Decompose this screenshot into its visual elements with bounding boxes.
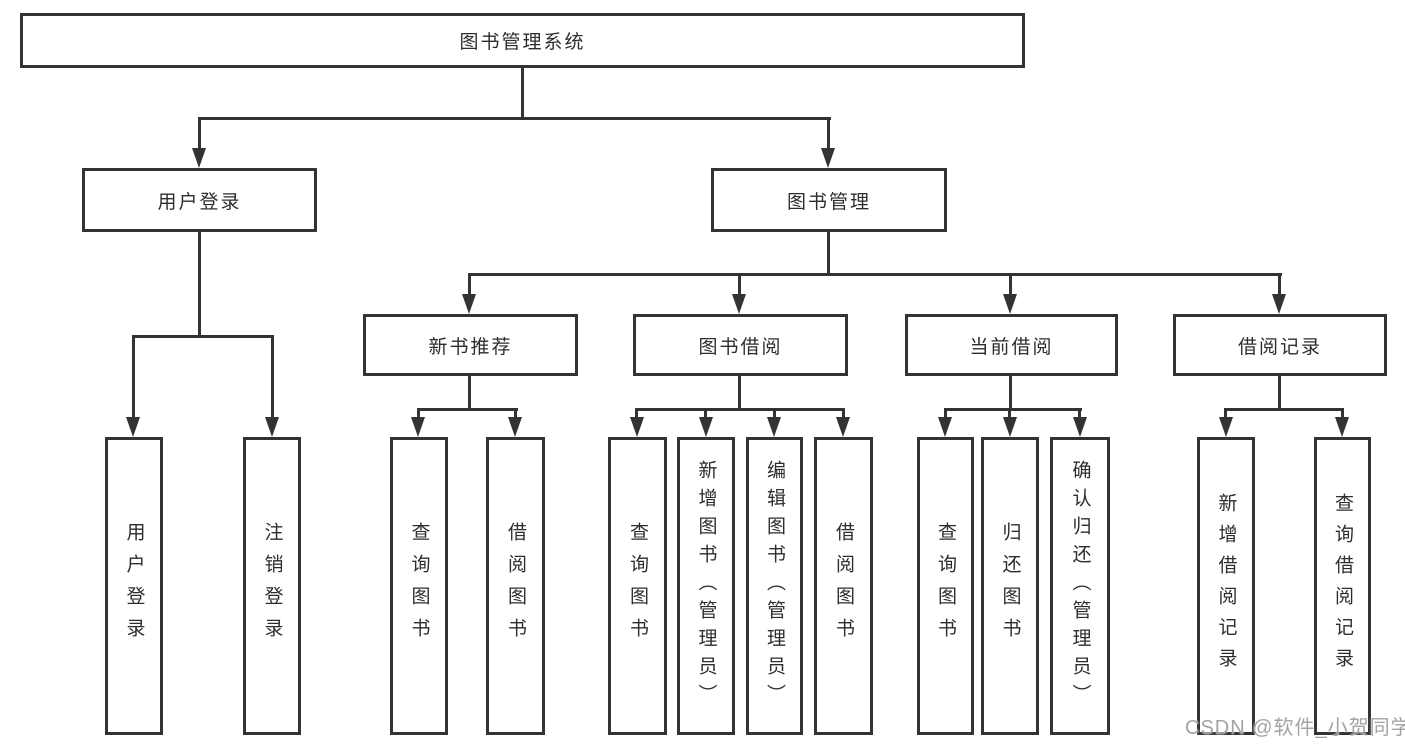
connector-line bbox=[1224, 408, 1227, 420]
connector-line bbox=[635, 408, 845, 411]
leaf-cb-return-books: 归还图书 bbox=[981, 437, 1039, 735]
connector-line bbox=[773, 408, 776, 420]
arrow-down-icon bbox=[265, 417, 279, 437]
leaf-cb-query-books: 查询图书 bbox=[917, 437, 974, 735]
arrow-down-icon bbox=[411, 417, 425, 437]
connector-line bbox=[198, 117, 201, 152]
connector-line bbox=[944, 408, 947, 420]
connector-line bbox=[1224, 408, 1344, 411]
connector-line bbox=[468, 273, 471, 298]
leaf-br-add-borrow-record: 新增借阅记录 bbox=[1197, 437, 1255, 735]
leaf-br-query-borrow-record: 查询借阅记录 bbox=[1314, 437, 1371, 735]
node-user-login: 用户登录 bbox=[82, 168, 317, 232]
leaf-cb-confirm-return-admin: 确认归还（管理员） bbox=[1050, 437, 1110, 735]
leaf-bb-add-books-admin: 新增图书（管理员） bbox=[677, 437, 735, 735]
connector-line bbox=[514, 408, 517, 420]
connector-line bbox=[417, 408, 518, 411]
arrow-down-icon bbox=[1219, 417, 1233, 437]
arrow-down-icon bbox=[462, 294, 476, 314]
leaf-user-login: 用户登录 bbox=[105, 437, 163, 735]
arrow-down-icon bbox=[699, 417, 713, 437]
connector-line bbox=[1078, 408, 1081, 420]
connector-line bbox=[521, 68, 524, 120]
connector-line bbox=[132, 335, 135, 421]
connector-line bbox=[468, 273, 1282, 276]
arrow-down-icon bbox=[1272, 294, 1286, 314]
arrow-down-icon bbox=[821, 148, 835, 168]
connector-line bbox=[635, 408, 638, 420]
connector-line bbox=[738, 376, 741, 411]
connector-line bbox=[1008, 408, 1011, 420]
connector-line bbox=[842, 408, 845, 420]
connector-line bbox=[417, 408, 420, 420]
node-new-book-recommendation: 新书推荐 bbox=[363, 314, 578, 376]
leaf-nbr-borrow-books: 借阅图书 bbox=[486, 437, 545, 735]
leaf-logout-login: 注销登录 bbox=[243, 437, 301, 735]
node-current-borrowing: 当前借阅 bbox=[905, 314, 1118, 376]
connector-line bbox=[1009, 273, 1012, 298]
leaf-bb-borrow-books: 借阅图书 bbox=[814, 437, 873, 735]
node-book-management: 图书管理 bbox=[711, 168, 947, 232]
connector-line bbox=[1278, 376, 1281, 411]
arrow-down-icon bbox=[1003, 417, 1017, 437]
connector-line bbox=[1341, 408, 1344, 420]
connector-line bbox=[944, 408, 1082, 411]
arrow-down-icon bbox=[192, 148, 206, 168]
connector-line bbox=[198, 117, 831, 120]
connector-line bbox=[1009, 376, 1012, 411]
connector-line bbox=[827, 117, 830, 152]
arrow-down-icon bbox=[732, 294, 746, 314]
connector-line bbox=[468, 376, 471, 411]
watermark: CSDN @软件_小贺同学 bbox=[1185, 717, 1405, 739]
leaf-nbr-query-books: 查询图书 bbox=[390, 437, 448, 735]
node-root: 图书管理系统 bbox=[20, 13, 1025, 68]
connector-line bbox=[827, 232, 830, 276]
arrow-down-icon bbox=[1073, 417, 1087, 437]
arrow-down-icon bbox=[938, 417, 952, 437]
arrow-down-icon bbox=[836, 417, 850, 437]
arrow-down-icon bbox=[630, 417, 644, 437]
node-book-borrowing: 图书借阅 bbox=[633, 314, 848, 376]
leaf-bb-query-books: 查询图书 bbox=[608, 437, 667, 735]
connector-line bbox=[738, 273, 741, 298]
arrow-down-icon bbox=[1003, 294, 1017, 314]
arrow-down-icon bbox=[126, 417, 140, 437]
connector-line bbox=[1278, 273, 1281, 298]
connector-line bbox=[271, 335, 274, 421]
arrow-down-icon bbox=[508, 417, 522, 437]
connector-line bbox=[704, 408, 707, 420]
arrow-down-icon bbox=[1335, 417, 1349, 437]
node-borrowing-records: 借阅记录 bbox=[1173, 314, 1387, 376]
leaf-bb-edit-books-admin: 编辑图书（管理员） bbox=[746, 437, 803, 735]
connector-line bbox=[198, 232, 201, 338]
arrow-down-icon bbox=[767, 417, 781, 437]
connector-line bbox=[132, 335, 274, 338]
